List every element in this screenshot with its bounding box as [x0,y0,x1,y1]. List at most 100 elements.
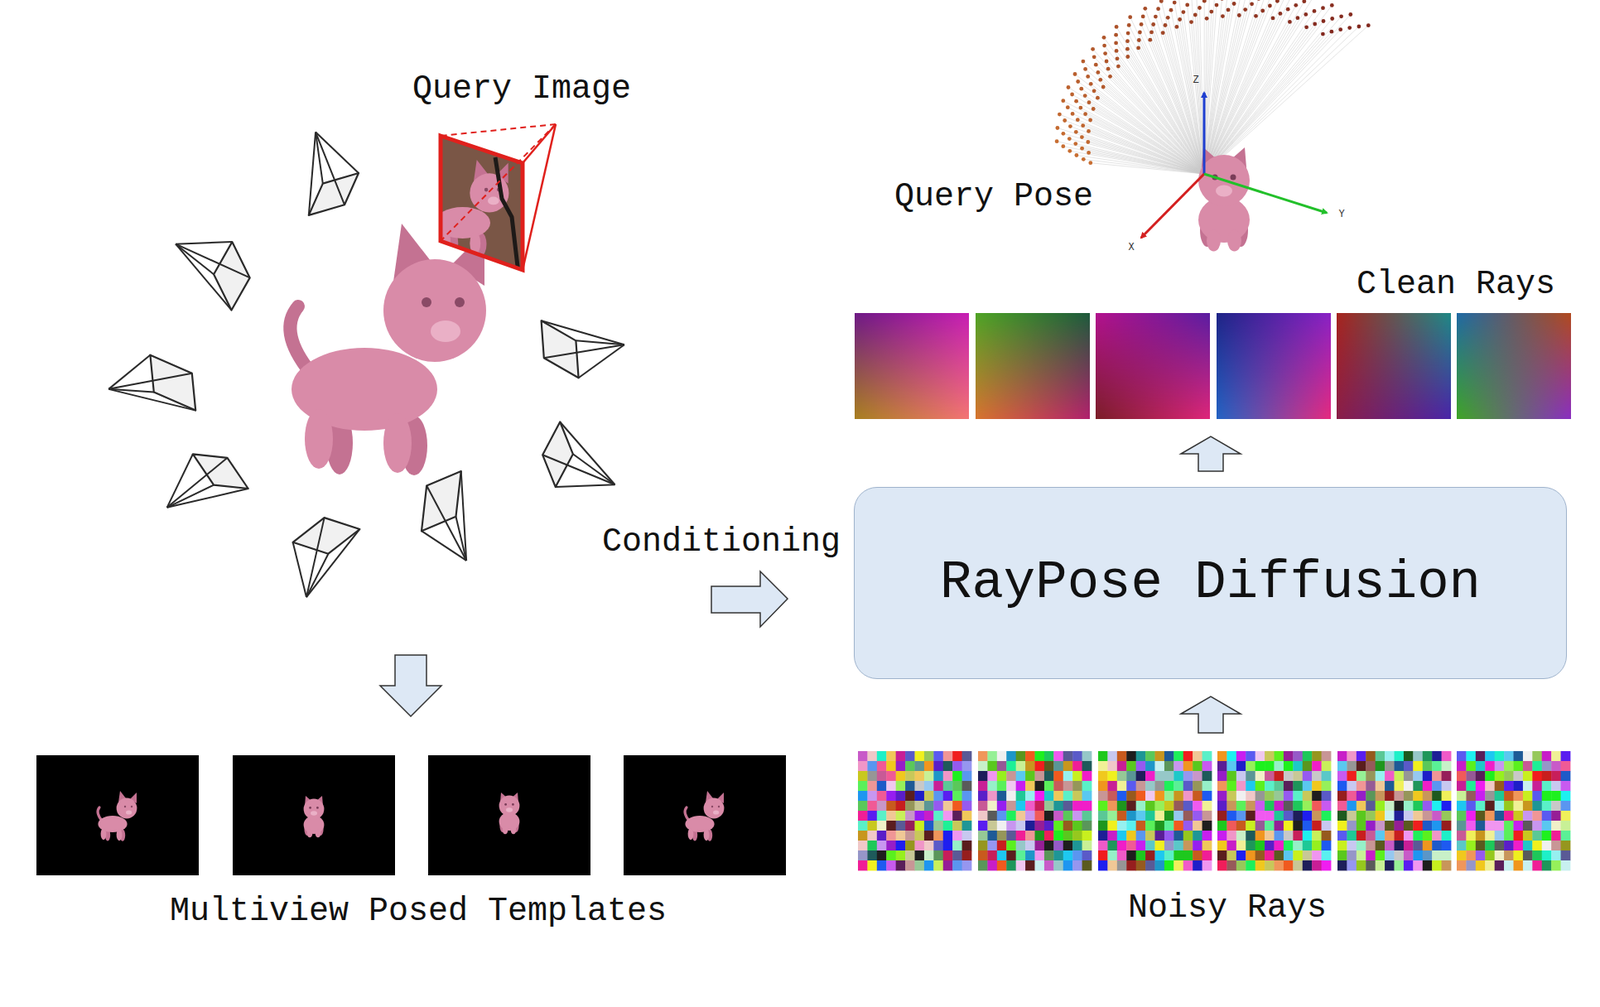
camera-ray [1204,0,1294,174]
camera-dot [1125,54,1130,59]
noise-pixel [997,751,1008,762]
noise-pixel [1164,840,1175,851]
noise-pixel [1245,751,1256,762]
noise-pixel [1283,840,1294,851]
ray-map-shade [1216,313,1331,420]
noise-pixel [987,761,998,772]
camera-ray [1127,33,1205,174]
frustum-edge [542,454,615,485]
noise-pixel [1412,860,1423,871]
camera-dot [1286,7,1291,12]
cat-head [303,799,325,820]
noise-pixel [1522,820,1533,831]
noise-pixel [1117,780,1128,791]
cat-eye [711,805,714,808]
noise-pixel [1063,751,1074,762]
noise-pixel [1356,840,1367,851]
camera-dot [1081,59,1086,64]
frustum-edge [167,488,249,508]
noise-pixel [1394,761,1405,772]
noise-pixel [1025,820,1036,831]
noise-pixel [1384,751,1395,762]
noise-pixel [1044,840,1055,851]
noise-pixel [1365,780,1376,791]
noise-pixel [1494,820,1505,831]
camera-dot [1177,17,1182,22]
noise-pixel [1551,761,1562,772]
noise-pixel [1173,810,1184,821]
camera-dot [1114,48,1119,54]
query-pose-plot [1055,0,1371,252]
noise-pixel [1236,830,1247,841]
noise-pixel [1431,751,1442,762]
noise-pixel [1053,820,1064,831]
camera-dot [1067,136,1072,141]
noise-pixel [1063,790,1074,801]
noise-pixel [1551,771,1562,781]
noise-pixel [1513,850,1524,861]
noise-pixel [1173,840,1184,851]
camera-ray [1067,107,1205,174]
noise-pixel [952,860,963,871]
noise-pixel [1126,810,1137,821]
cat-head [383,259,487,362]
noise-pixel [877,810,887,821]
noise-pixel [997,830,1008,841]
noise-pixel [1522,780,1533,791]
noise-pixel [886,800,897,811]
noise-pixel [915,751,926,762]
noise-pixel [1035,830,1046,841]
noise-pixel [1475,790,1486,801]
axis-label: Z [1192,75,1199,87]
noise-pixel [1522,790,1533,801]
noise-pixel [1053,830,1064,841]
noise-pixel [905,800,916,811]
noise-pixel [1422,780,1433,791]
noise-pixel [1082,860,1093,871]
noise-pixel [1264,840,1275,851]
noise-pixel [1053,840,1064,851]
cat-muzzle [1215,185,1233,198]
noise-pixel [1441,771,1452,781]
noise-pixel [1551,810,1562,821]
camera-dot [1057,112,1062,117]
noise-pixel [1173,830,1184,841]
noise-pixel [1375,840,1386,851]
noise-pixel [997,761,1008,772]
noise-pixel [1072,780,1083,791]
noise-pixel [1384,850,1395,861]
noise-pixel [857,780,868,791]
noise-pixel [915,860,926,871]
noise-pixel [987,850,998,861]
frustum-edge [175,241,232,245]
noise-pixel [997,850,1008,861]
noise-pixel [1136,850,1147,861]
noise-pixel [1255,751,1266,762]
camera-frustum [293,517,361,598]
camera-dot [1366,23,1371,28]
camera-ray [1204,9,1288,174]
noise-pixel [1155,830,1166,841]
noise-pixel [905,810,916,821]
noise-pixel [1403,771,1414,781]
cat-leg [304,409,333,469]
noise-pixel [1202,771,1213,781]
cat-leg [502,825,509,834]
noise-pixel [1384,830,1395,841]
noise-pixel [1044,810,1055,821]
noise-pixel [1551,830,1562,841]
noise-pixel [1044,761,1055,772]
frustum-edge [108,389,155,393]
noise-pixel [1465,840,1476,851]
noise-pixel [962,751,973,762]
noise-pixel [1155,840,1166,851]
noise-pixel [987,860,998,871]
camera-dot [1096,70,1101,75]
noise-pixel [1494,780,1505,791]
noise-pixel [1561,780,1572,791]
noise-pixel [1375,860,1386,871]
camera-ray [1106,61,1205,174]
noise-pixel [952,761,963,772]
noise-pixel [1441,840,1452,851]
noise-pixel [1226,790,1237,801]
